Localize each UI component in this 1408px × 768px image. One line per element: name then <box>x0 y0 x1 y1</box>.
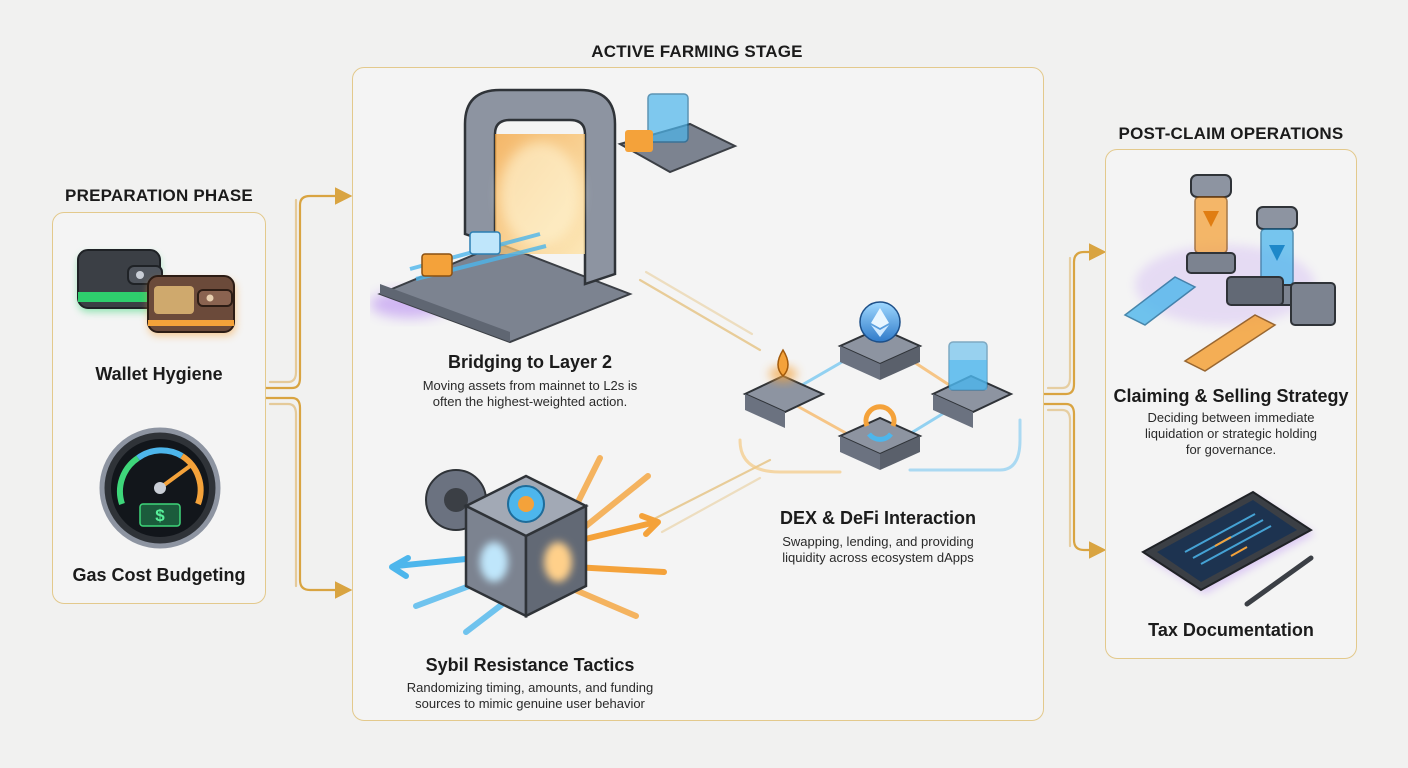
gas-cost-budgeting-label: Gas Cost Budgeting <box>72 565 246 585</box>
sybil-resistance-icon <box>389 455 667 635</box>
sybil-resistance-desc-line2: sources to mimic genuine user behavior <box>415 696 645 711</box>
tax-documentation-label: Tax Documentation <box>1148 620 1314 640</box>
preparation-phase-title: PREPARATION PHASE <box>65 186 253 205</box>
dex-defi-desc: Swapping, lending, and providing liquidi… <box>728 534 1028 566</box>
tax-tablet-icon <box>1141 490 1315 607</box>
claiming-machine-icon <box>1123 174 1336 372</box>
dex-defi-desc-line2: liquidity across ecosystem dApps <box>782 550 974 565</box>
sybil-resistance-desc-line1: Randomizing timing, amounts, and funding <box>406 680 654 695</box>
sybil-resistance-desc: Randomizing timing, amounts, and funding… <box>360 680 700 712</box>
connector-sybil-to-dex <box>650 458 772 522</box>
dex-network-icon <box>742 301 1014 470</box>
bridging-desc: Moving assets from mainnet to L2s is oft… <box>380 378 680 410</box>
bridge-portal-icon <box>370 88 738 344</box>
bridging-label: Bridging to Layer 2 <box>447 352 613 372</box>
connector-prep-to-bridge <box>264 187 353 390</box>
dex-defi-label: DEX & DeFi Interaction <box>779 508 977 528</box>
connector-bridge-to-dex <box>638 278 762 352</box>
gauge-dollar-symbol: $ <box>155 506 165 525</box>
claiming-selling-desc: Deciding between immediate liquidation o… <box>1105 410 1357 458</box>
connector-active-to-claim <box>1042 243 1107 396</box>
bridging-desc-line1: Moving assets from mainnet to L2s is <box>422 378 638 393</box>
wallet-hygiene-label: Wallet Hygiene <box>95 364 223 384</box>
claiming-selling-desc-line3: for governance. <box>1185 442 1277 457</box>
bridging-desc-line2: often the highest-weighted action. <box>432 394 628 409</box>
claiming-selling-desc-line1: Deciding between immediate <box>1147 410 1315 425</box>
active-farming-stage-title: ACTIVE FARMING STAGE <box>591 42 803 61</box>
wallet-icon <box>77 249 236 336</box>
gas-gauge-icon: $ <box>99 427 221 549</box>
connector-prep-to-sybil <box>264 396 353 599</box>
connector-active-to-tax <box>1042 402 1107 559</box>
sybil-resistance-label: Sybil Resistance Tactics <box>425 655 635 675</box>
dex-defi-desc-line1: Swapping, lending, and providing <box>782 534 974 549</box>
post-claim-operations-title: POST-CLAIM OPERATIONS <box>1118 124 1344 143</box>
claiming-selling-desc-line2: liquidation or strategic holding <box>1145 426 1317 441</box>
claiming-selling-label: Claiming & Selling Strategy <box>1113 386 1349 406</box>
